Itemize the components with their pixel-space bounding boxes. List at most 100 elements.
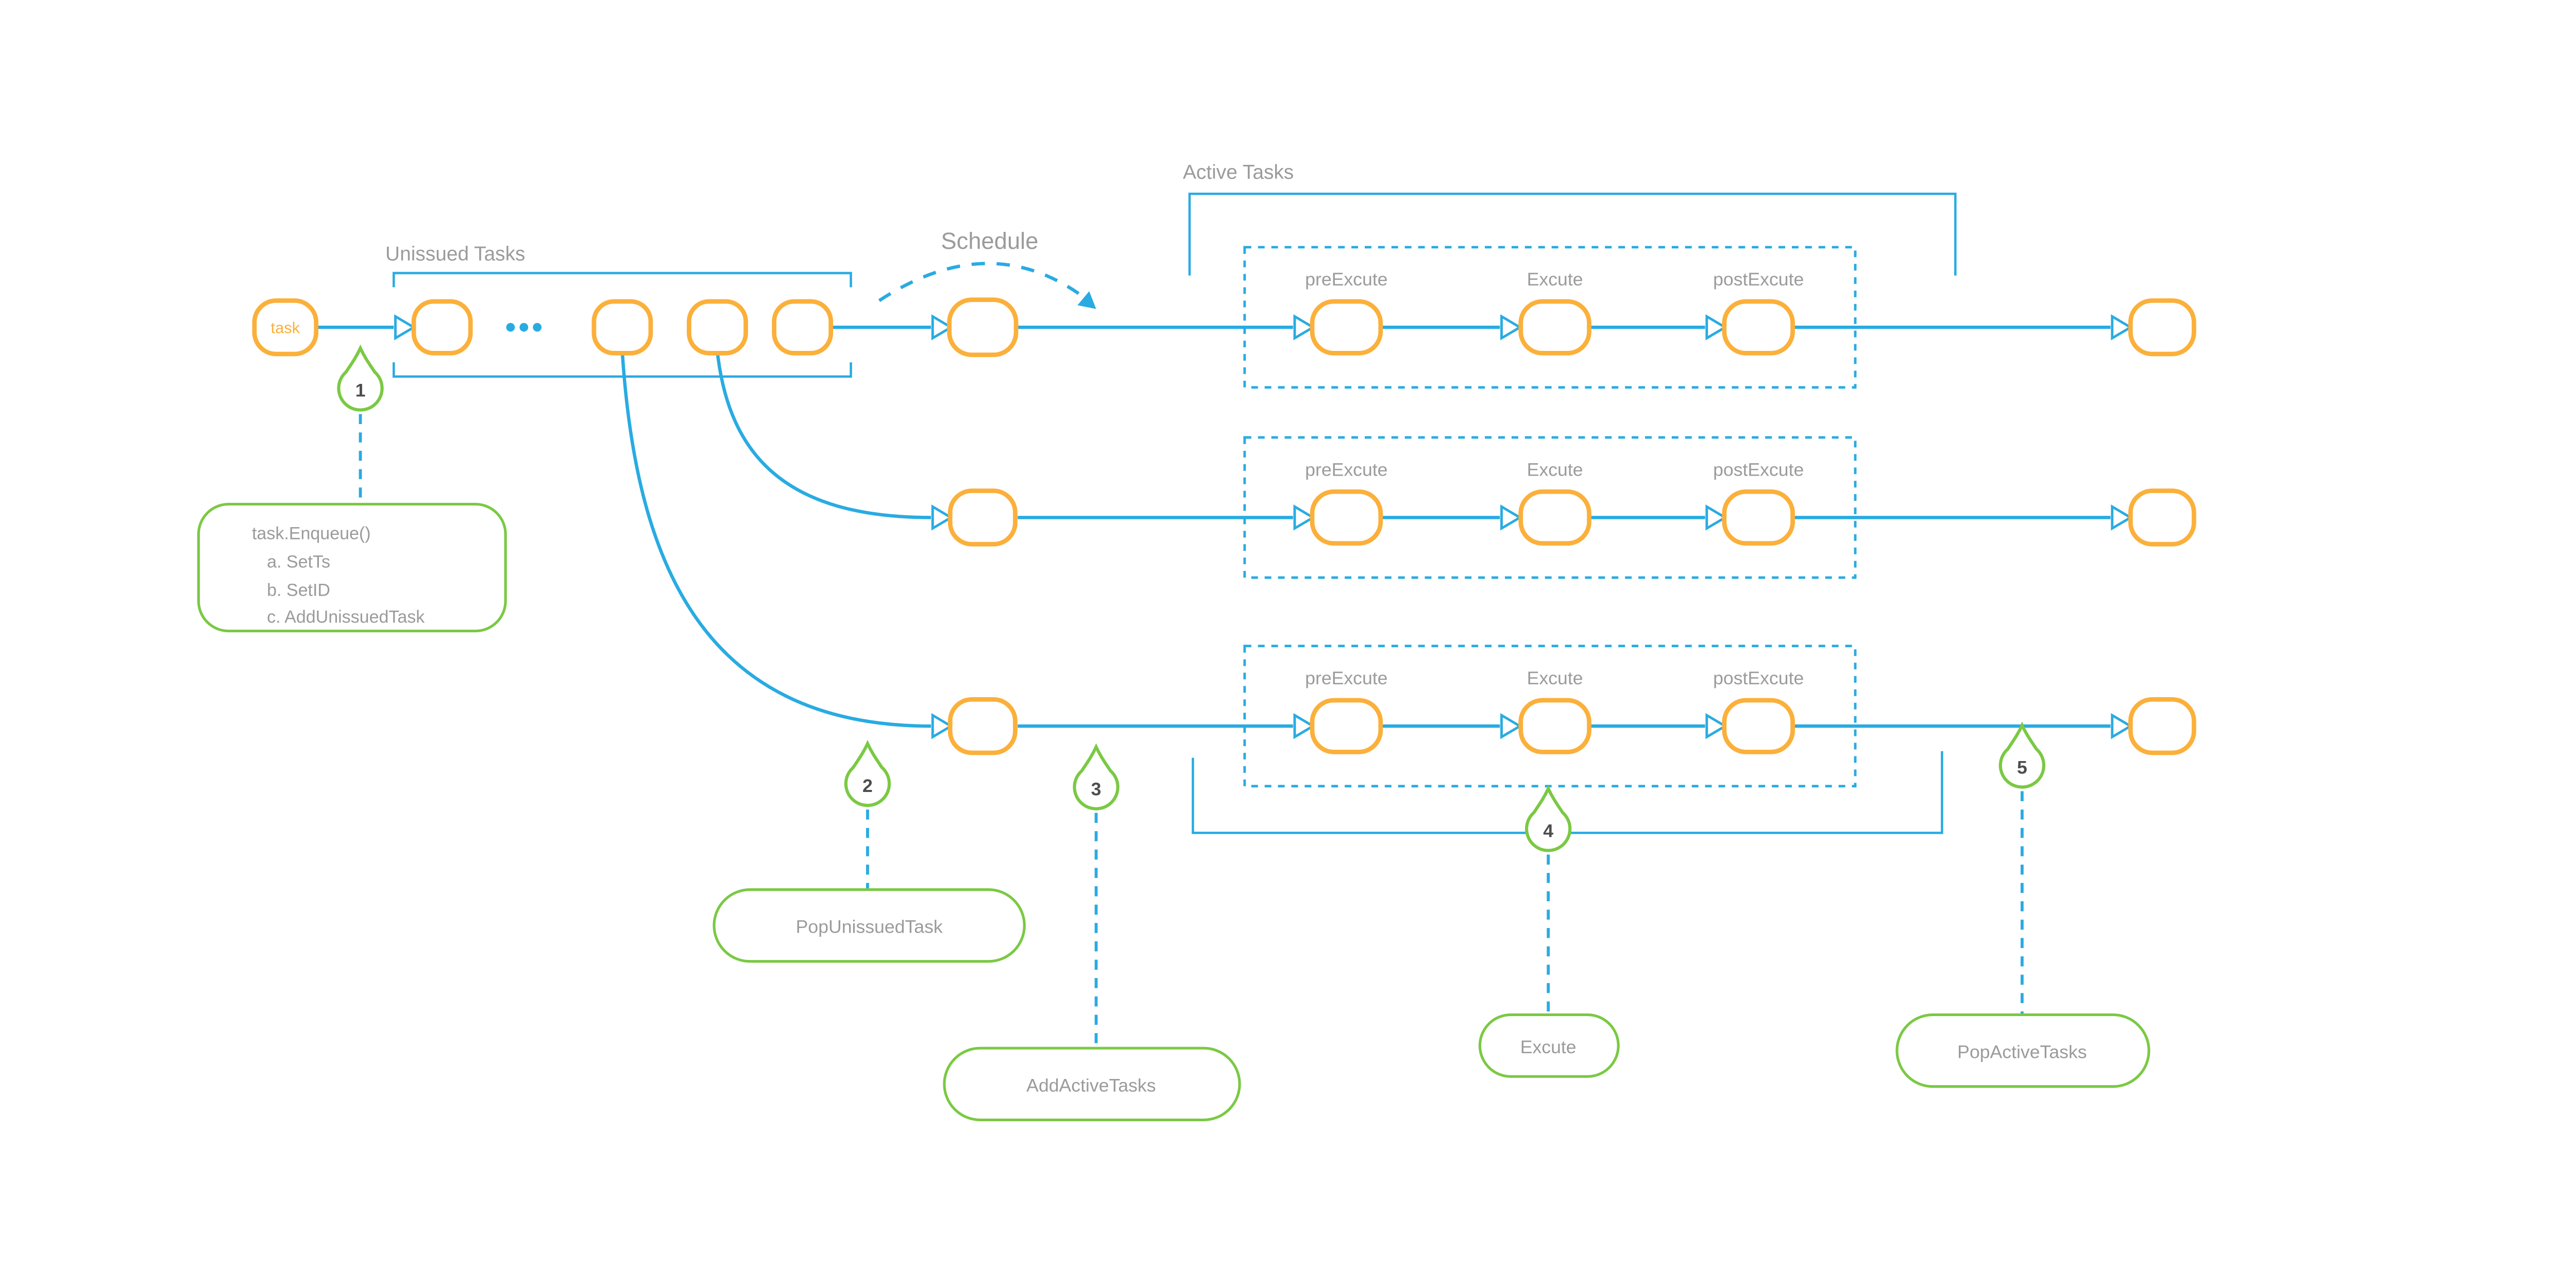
task-node (252, 298, 319, 357)
teardrop-icon (337, 344, 384, 412)
excute-node-row3 (1518, 698, 1591, 754)
arrowhead-icon (1293, 504, 1316, 531)
enqueue-line-4: c. AddUnissuedTask (267, 607, 425, 627)
callout-lines (359, 414, 2024, 1049)
callout-pill-popactivetasks: PopActiveTasks (1895, 1013, 2150, 1088)
final-node-row2 (2128, 488, 2196, 547)
postexcute-node-row1 (1722, 299, 1795, 356)
schedule-dashed-arc (878, 262, 1088, 302)
excute-node-row1 (1518, 299, 1591, 356)
callout-pill-excute: Excute (1478, 1013, 1620, 1078)
queue-ellipsis-icon (506, 323, 542, 332)
stage-labels-row3: preExcute Excute postExcute (1305, 668, 1804, 688)
pill-shape (713, 888, 1026, 963)
preexcute-label: preExcute (1305, 459, 1387, 480)
pill-shape (1895, 1013, 2150, 1088)
arrowhead-icon (1500, 314, 1522, 341)
active-tasks-bracket-top (1188, 192, 1957, 276)
callout-number: 5 (2017, 757, 2027, 778)
excute-label: Excute (1527, 668, 1583, 688)
arrowhead-icon (1293, 713, 1316, 739)
preexcute-label: preExcute (1305, 269, 1387, 290)
arrowhead-icon (1500, 504, 1522, 531)
nodes: task (252, 297, 2196, 755)
callout-pill-popunissuedtask: PopUnissuedTask (713, 888, 1026, 963)
worker-start-node-row2 (947, 488, 1018, 547)
callout-number: 1 (355, 380, 366, 401)
arrowhead-icon (1705, 713, 1728, 739)
queue-node-3 (687, 299, 748, 356)
arrowheads (394, 314, 2133, 739)
arrowhead-icon (931, 504, 954, 531)
callout-number: 4 (1543, 821, 1553, 841)
pill-label: Excute (1520, 1037, 1577, 1057)
arrowhead-icon (931, 713, 954, 739)
final-node-row1 (2128, 298, 2196, 357)
arrowhead-icon (931, 314, 954, 341)
enqueue-box (197, 502, 507, 633)
schedule-arc (878, 262, 1096, 309)
arrowhead-icon (394, 314, 416, 341)
teardrop-icon (1998, 721, 2046, 789)
active-tasks-title: Active Tasks (1183, 161, 1294, 183)
postexcute-label: postExcute (1713, 269, 1804, 290)
enqueue-line-2: a. SetTs (267, 552, 330, 572)
worker-boundary-row1 (1243, 246, 1857, 389)
callout-marker-1: 1 (337, 344, 384, 412)
postexcute-label: postExcute (1713, 459, 1804, 480)
arrowhead-icon (1705, 504, 1728, 531)
excute-label: Excute (1527, 269, 1583, 290)
schedule-arrowhead-icon (1077, 291, 1096, 309)
queue-node-1 (411, 299, 473, 356)
stage-labels-row2: preExcute Excute postExcute (1305, 459, 1804, 480)
pill-shape (1478, 1013, 1620, 1078)
worker-boundary-row3 (1243, 645, 1857, 788)
excute-label: Excute (1527, 459, 1583, 480)
arrowhead-icon (1705, 314, 1728, 341)
callout-marker-4: 4 (1525, 785, 1572, 852)
postexcute-node-row3 (1722, 698, 1795, 754)
enqueue-line-1: task.Enqueue() (252, 524, 371, 543)
preexcute-label: preExcute (1305, 668, 1387, 688)
pill-shape (943, 1047, 1241, 1121)
arrowhead-icon (1500, 713, 1522, 739)
teardrop-icon (1073, 743, 1120, 811)
callout-pill-addactivetasks: AddActiveTasks (943, 1047, 1241, 1121)
preexcute-node-row3 (1310, 698, 1383, 754)
pill-label: PopActiveTasks (1957, 1042, 2087, 1062)
task-node-label: task (271, 319, 300, 337)
callout-box-enqueue: task.Enqueue() a. SetTs b. SetID c. AddU… (197, 502, 507, 633)
queue-node-2 (591, 299, 653, 356)
unissued-tasks-bracket-top (392, 272, 852, 288)
callout-number: 2 (862, 775, 873, 796)
flow-curve-queue-to-row2 (716, 352, 931, 519)
worker-start-node-row3 (947, 697, 1018, 755)
callout-number: 3 (1091, 779, 1101, 800)
flow-curve-queue-to-row3 (620, 352, 931, 728)
enqueue-line-3: b. SetID (267, 581, 330, 600)
unissued-tasks-bracket-bottom (392, 362, 852, 378)
postexcute-node-row2 (1722, 489, 1795, 546)
final-node-row3 (2128, 697, 2196, 755)
arrowhead-icon (2111, 713, 2133, 739)
schedule-title: Schedule (941, 228, 1038, 254)
callout-marker-2: 2 (844, 739, 891, 807)
worker-start-node-row1 (947, 297, 1019, 357)
unissued-tasks-title: Unissued Tasks (385, 243, 525, 265)
arrowhead-icon (1293, 314, 1316, 341)
queue-node-4 (772, 299, 834, 356)
postexcute-label: postExcute (1713, 668, 1804, 688)
arrowhead-icon (2111, 504, 2133, 531)
pill-label: PopUnissuedTask (796, 917, 943, 937)
callout-marker-3: 3 (1073, 743, 1120, 811)
stage-labels-row1: preExcute Excute postExcute (1305, 269, 1804, 290)
excute-node-row2 (1518, 489, 1591, 546)
pill-label: AddActiveTasks (1026, 1075, 1156, 1095)
teardrop-icon (844, 739, 891, 807)
callout-marker-5: 5 (1998, 721, 2046, 789)
preexcute-node-row2 (1310, 489, 1383, 546)
arrowhead-icon (2111, 314, 2133, 341)
preexcute-node-row1 (1310, 299, 1383, 356)
